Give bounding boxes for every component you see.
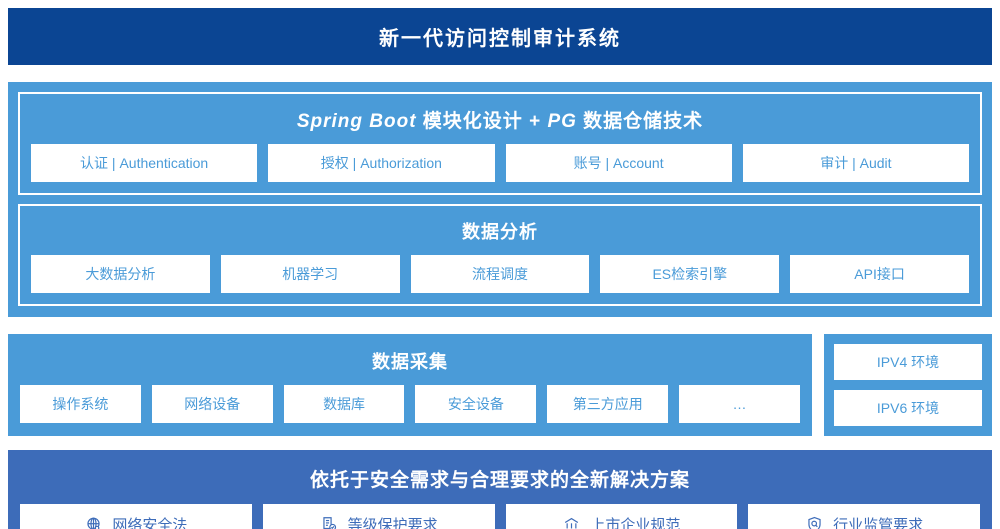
data-collection-title: 数据采集 [372, 352, 448, 372]
card-listed-enterprise-norms[interactable]: 上市企业规范 [505, 504, 738, 529]
data-collection-panel: 数据采集 操作系统 网络设备 数据库 安全设备 第三方应用 … [8, 334, 812, 436]
spring-boot-card-row: 认证 | Authentication 授权 | Authorization 账… [31, 144, 969, 182]
card-label: 网络安全法 [112, 516, 188, 529]
compliance-title: 依托于安全需求与合理要求的全新解决方案 [309, 470, 690, 491]
platform-panel: Spring Boot 模块化设计 + PG 数据仓储技术 认证 | Authe… [8, 82, 992, 317]
data-analysis-title: 数据分析 [462, 222, 538, 242]
data-collection-row: 数据采集 操作系统 网络设备 数据库 安全设备 第三方应用 … IPV4 环境 … [8, 334, 992, 436]
card-label: 等级保护要求 [347, 516, 438, 529]
card-audit[interactable]: 审计 | Audit [742, 144, 969, 182]
card-authentication[interactable]: 认证 | Authentication [31, 144, 258, 182]
card-security-device[interactable]: 安全设备 [415, 385, 537, 423]
card-third-party-app[interactable]: 第三方应用 [547, 385, 669, 423]
compliance-panel: 依托于安全需求与合理要求的全新解决方案 网络安全法 [8, 450, 992, 529]
spring-boot-title-latin-1: Spring Boot [296, 111, 417, 132]
spring-boot-title: Spring Boot 模块化设计 + PG 数据仓储技术 [31, 103, 969, 144]
spring-boot-title-cn-2: 数据仓储技术 [576, 111, 704, 132]
card-database[interactable]: 数据库 [283, 385, 405, 423]
compliance-card-row: 网络安全法 等级保护要求 [20, 504, 980, 529]
spring-boot-title-cn-1: 模块化设计 + [416, 111, 548, 132]
spring-boot-title-latin-2: PG [547, 111, 577, 132]
data-analysis-group: 数据分析 大数据分析 机器学习 流程调度 ES检索引擎 API接口 [18, 204, 982, 306]
card-network-device[interactable]: 网络设备 [151, 385, 273, 423]
card-grade-protection[interactable]: 等级保护要求 [262, 504, 495, 529]
card-api-interface[interactable]: API接口 [790, 255, 969, 293]
card-process-scheduling[interactable]: 流程调度 [410, 255, 590, 293]
data-collection-card-row: 操作系统 网络设备 数据库 安全设备 第三方应用 … [20, 385, 800, 423]
card-label: 上市企业规范 [590, 516, 681, 529]
card-cybersecurity-law[interactable]: 网络安全法 [20, 504, 252, 529]
card-big-data-analysis[interactable]: 大数据分析 [31, 255, 210, 293]
page-header: 新一代访问控制审计系统 [8, 8, 992, 65]
card-machine-learning[interactable]: 机器学习 [220, 255, 400, 293]
card-operating-system[interactable]: 操作系统 [20, 385, 141, 423]
card-label: 行业监管要求 [833, 516, 924, 529]
shield-search-icon [805, 515, 824, 529]
data-analysis-card-row: 大数据分析 机器学习 流程调度 ES检索引擎 API接口 [31, 255, 969, 293]
environment-panel: IPV4 环境 IPV6 环境 [824, 334, 992, 436]
card-authorization[interactable]: 授权 | Authorization [268, 144, 495, 182]
spring-boot-group: Spring Boot 模块化设计 + PG 数据仓储技术 认证 | Authe… [18, 92, 982, 195]
card-more-ellipsis[interactable]: … [679, 385, 800, 423]
card-account[interactable]: 账号 | Account [505, 144, 732, 182]
globe-icon [84, 515, 103, 529]
card-es-search-engine[interactable]: ES检索引擎 [600, 255, 780, 293]
infographic-page: 新一代访问控制审计系统 Spring Boot 模块化设计 + PG 数据仓储技… [0, 8, 1000, 529]
card-ipv4-environment[interactable]: IPV4 环境 [834, 344, 982, 380]
page-title: 新一代访问控制审计系统 [379, 28, 621, 50]
bank-icon [562, 515, 581, 529]
card-ipv6-environment[interactable]: IPV6 环境 [834, 390, 982, 426]
card-industry-regulation[interactable]: 行业监管要求 [748, 504, 980, 529]
document-check-icon [320, 515, 339, 529]
